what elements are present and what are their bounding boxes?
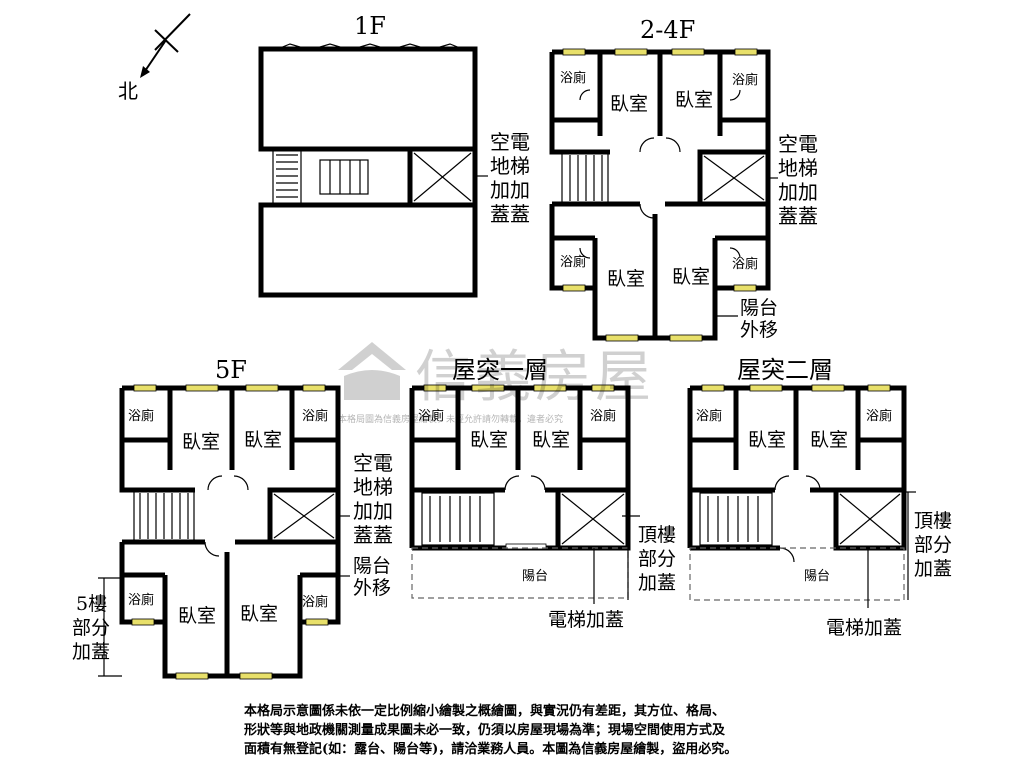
north-arrow-icon <box>140 66 150 78</box>
addition-note-5f: 5樓 部分 加蓋 <box>72 577 122 677</box>
svg-text:頂樓: 頂樓 <box>638 524 676 546</box>
svg-text:浴廁: 浴廁 <box>302 594 328 610</box>
svg-text:臥室: 臥室 <box>182 431 220 453</box>
disclaimer-line: 面積有無登記(如：露台、陽台等)，請洽業務人員。本圖為信義房屋繪製，盜用必究。 <box>244 742 738 757</box>
svg-text:地梯: 地梯 <box>778 156 818 180</box>
svg-text:空電: 空電 <box>778 132 818 156</box>
svg-text:陽台: 陽台 <box>353 555 391 577</box>
svg-text:陽台: 陽台 <box>804 569 830 584</box>
elevator-note-1f: 空電 地梯 加加 蓋蓋 <box>476 130 530 226</box>
balcony-note-2-4f: 陽台 外移 <box>715 297 778 341</box>
svg-text:部分: 部分 <box>638 548 676 570</box>
svg-text:陽台: 陽台 <box>740 297 778 319</box>
balcony-note-5f: 陽台 外移 <box>338 555 391 599</box>
elevator-note-5f: 空電 地梯 加加 蓋蓋 <box>338 451 393 547</box>
svg-text:臥室: 臥室 <box>748 429 786 451</box>
svg-text:蓋蓋: 蓋蓋 <box>353 523 393 547</box>
svg-text:電梯加蓋: 電梯加蓋 <box>826 617 902 639</box>
watermark-brand: 信義房屋 <box>415 345 655 410</box>
elevator-1f <box>407 146 478 208</box>
svg-text:臥室: 臥室 <box>610 93 648 115</box>
disclaimer-line: 形狀等與地政機關測量成果圖未必一致，仍須以房屋現場為準；現場空間使用方式及 <box>244 723 726 738</box>
svg-text:浴廁: 浴廁 <box>732 72 758 88</box>
elevator-note-2-4f: 空電 地梯 加加 蓋蓋 <box>768 132 818 228</box>
floor-roof-1: 屋突一層 浴廁 浴廁 臥室 臥室 陽台 <box>409 356 631 599</box>
svg-text:浴廁: 浴廁 <box>560 254 586 270</box>
svg-text:加蓋: 加蓋 <box>72 641 110 663</box>
floor-2-4f: 2-4F 浴廁 浴廁 浴廁 浴廁 臥室 臥室 臥室 <box>549 16 771 342</box>
floor-2-4f-title: 2-4F <box>640 16 695 44</box>
svg-text:加蓋: 加蓋 <box>638 572 676 594</box>
compass: 北 <box>118 13 191 103</box>
svg-text:浴廁: 浴廁 <box>590 408 616 424</box>
svg-text:浴廁: 浴廁 <box>696 408 722 424</box>
stairs-1f <box>276 154 369 198</box>
svg-text:加加: 加加 <box>490 178 530 202</box>
svg-text:浴廁: 浴廁 <box>732 256 758 272</box>
svg-text:浴廁: 浴廁 <box>128 408 154 424</box>
svg-text:臥室: 臥室 <box>675 89 713 111</box>
roof-note-2: 頂樓 部分 加蓋 電梯加蓋 <box>826 491 952 639</box>
svg-text:浴廁: 浴廁 <box>128 592 154 608</box>
svg-text:臥室: 臥室 <box>178 605 216 627</box>
svg-text:頂樓: 頂樓 <box>914 510 952 532</box>
svg-text:臥室: 臥室 <box>532 429 570 451</box>
svg-text:空電: 空電 <box>490 130 530 154</box>
floor-1f: 1F <box>258 12 478 298</box>
svg-text:臥室: 臥室 <box>244 429 282 451</box>
svg-text:地梯: 地梯 <box>353 475 393 499</box>
svg-text:陽台: 陽台 <box>522 569 548 584</box>
watermark-notice: 本格局圖為信義房屋繪製，未經允許請勿轉載，違者必究 <box>338 415 564 425</box>
svg-text:浴廁: 浴廁 <box>302 408 328 424</box>
floor-5f-title: 5F <box>215 356 247 384</box>
svg-text:部分: 部分 <box>72 617 110 639</box>
floor-roof-2: 屋突二層 浴廁 浴廁 臥室 臥室 陽台 <box>687 356 907 601</box>
svg-text:浴廁: 浴廁 <box>866 408 892 424</box>
svg-text:加加: 加加 <box>353 499 393 523</box>
brand-logo-icon <box>338 342 406 400</box>
svg-text:電梯加蓋: 電梯加蓋 <box>548 609 624 631</box>
svg-text:浴廁: 浴廁 <box>418 408 444 424</box>
floor-roof-2-title: 屋突二層 <box>737 356 833 384</box>
floor-roof-1-title: 屋突一層 <box>452 356 548 384</box>
svg-text:外移: 外移 <box>740 319 778 341</box>
svg-text:臥室: 臥室 <box>672 266 710 288</box>
floor-1f-title: 1F <box>354 12 386 40</box>
svg-text:臥室: 臥室 <box>240 603 278 625</box>
svg-text:部分: 部分 <box>914 534 952 556</box>
disclaimer: 本格局示意圖係未依一定比例縮小繪製之概繪圖，與實況仍有差距，其方位、格局、 形狀… <box>244 702 884 759</box>
svg-text:蓋蓋: 蓋蓋 <box>778 204 818 228</box>
svg-text:外移: 外移 <box>353 577 391 599</box>
svg-text:蓋蓋: 蓋蓋 <box>490 202 530 226</box>
svg-text:加蓋: 加蓋 <box>914 558 952 580</box>
floor-5f: 5F 浴廁 浴廁 浴廁 浴廁 臥室 臥室 臥室 臥室 <box>119 356 341 680</box>
disclaimer-line: 本格局示意圖係未依一定比例縮小繪製之概繪圖，與實況仍有差距，其方位、格局、 <box>244 704 726 719</box>
svg-text:臥室: 臥室 <box>470 429 508 451</box>
svg-text:地梯: 地梯 <box>490 154 530 178</box>
svg-text:臥室: 臥室 <box>607 268 645 290</box>
roof-note-1: 頂樓 部分 加蓋 電梯加蓋 <box>548 515 676 631</box>
svg-text:5樓: 5樓 <box>76 593 107 615</box>
svg-text:臥室: 臥室 <box>810 429 848 451</box>
svg-text:空電: 空電 <box>353 451 393 475</box>
north-label: 北 <box>118 79 138 103</box>
svg-text:浴廁: 浴廁 <box>560 70 586 86</box>
svg-text:加加: 加加 <box>778 180 818 204</box>
